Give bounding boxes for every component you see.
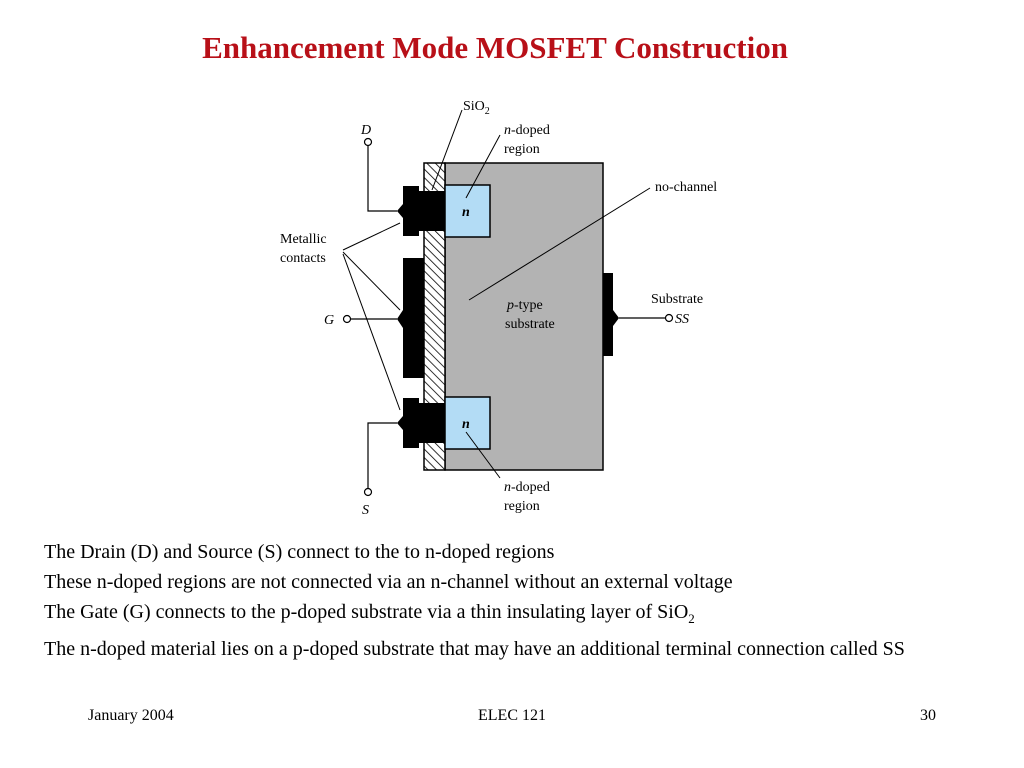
body-line-1: The Drain (D) and Source (S) connect to …: [44, 541, 555, 563]
leader-ndoped-bottom: [465, 431, 501, 479]
source-wire: [367, 422, 397, 488]
p-type-label: p-type: [506, 298, 543, 313]
gate-label: G: [324, 313, 334, 328]
body-line-4: The n-doped material lies on a p-doped s…: [44, 638, 905, 660]
footer-date: January 2004: [88, 707, 174, 724]
source-contact: [397, 398, 445, 448]
footer-course: ELEC 121: [478, 707, 546, 724]
drain-wire: [367, 146, 397, 212]
ss-label: SS: [675, 312, 689, 327]
no-channel-label: no-channel: [655, 180, 717, 195]
source-terminal: [363, 487, 373, 497]
n-region-bottom-label: n: [462, 417, 470, 432]
n-region-top-label: n: [462, 205, 470, 220]
p-type-substrate-label: substrate: [505, 317, 555, 332]
drain-label: D: [360, 123, 371, 138]
n-doped-bottom-label: n-doped: [504, 480, 550, 495]
n-doped-bottom-region-label: region: [504, 499, 540, 514]
sio2-label: SiO2: [463, 99, 490, 117]
contacts-label: contacts: [280, 251, 326, 266]
leader-metallic-source: [342, 253, 401, 411]
leader-no-channel: [468, 187, 651, 301]
gate-contact: [397, 258, 424, 378]
leader-sio2: [431, 109, 463, 191]
substrate-contact: [603, 273, 619, 356]
slide-title: Enhancement Mode MOSFET Construction: [202, 30, 788, 65]
body-line-3-sub: 2: [688, 611, 695, 626]
drain-contact: [397, 186, 445, 236]
source-label: S: [362, 503, 369, 518]
body-text: The Drain (D) and Source (S) connect to …: [44, 537, 994, 664]
n-doped-top-region-label: region: [504, 142, 540, 157]
body-line-3: The Gate (G) connects to the p-doped sub…: [44, 597, 994, 634]
substrate-terminal: [664, 313, 674, 323]
n-doped-top-label: n-doped: [504, 123, 550, 138]
metallic-label: Metallic: [280, 232, 327, 247]
leader-ndoped-top: [465, 134, 501, 199]
body-line-2: These n-doped regions are not connected …: [44, 571, 733, 593]
substrate-label: Substrate: [651, 292, 703, 307]
body-line-3-text: The Gate (G) connects to the p-doped sub…: [44, 601, 689, 623]
leader-metallic-gate: [342, 251, 401, 311]
footer-page-number: 30: [920, 707, 936, 724]
gate-terminal: [342, 314, 352, 324]
drain-terminal: [363, 137, 373, 147]
n-region-source: [444, 396, 491, 450]
leader-metallic-drain: [342, 222, 401, 251]
mosfet-diagram: D G S SiO2 n-doped region no-channel Met…: [280, 99, 717, 518]
